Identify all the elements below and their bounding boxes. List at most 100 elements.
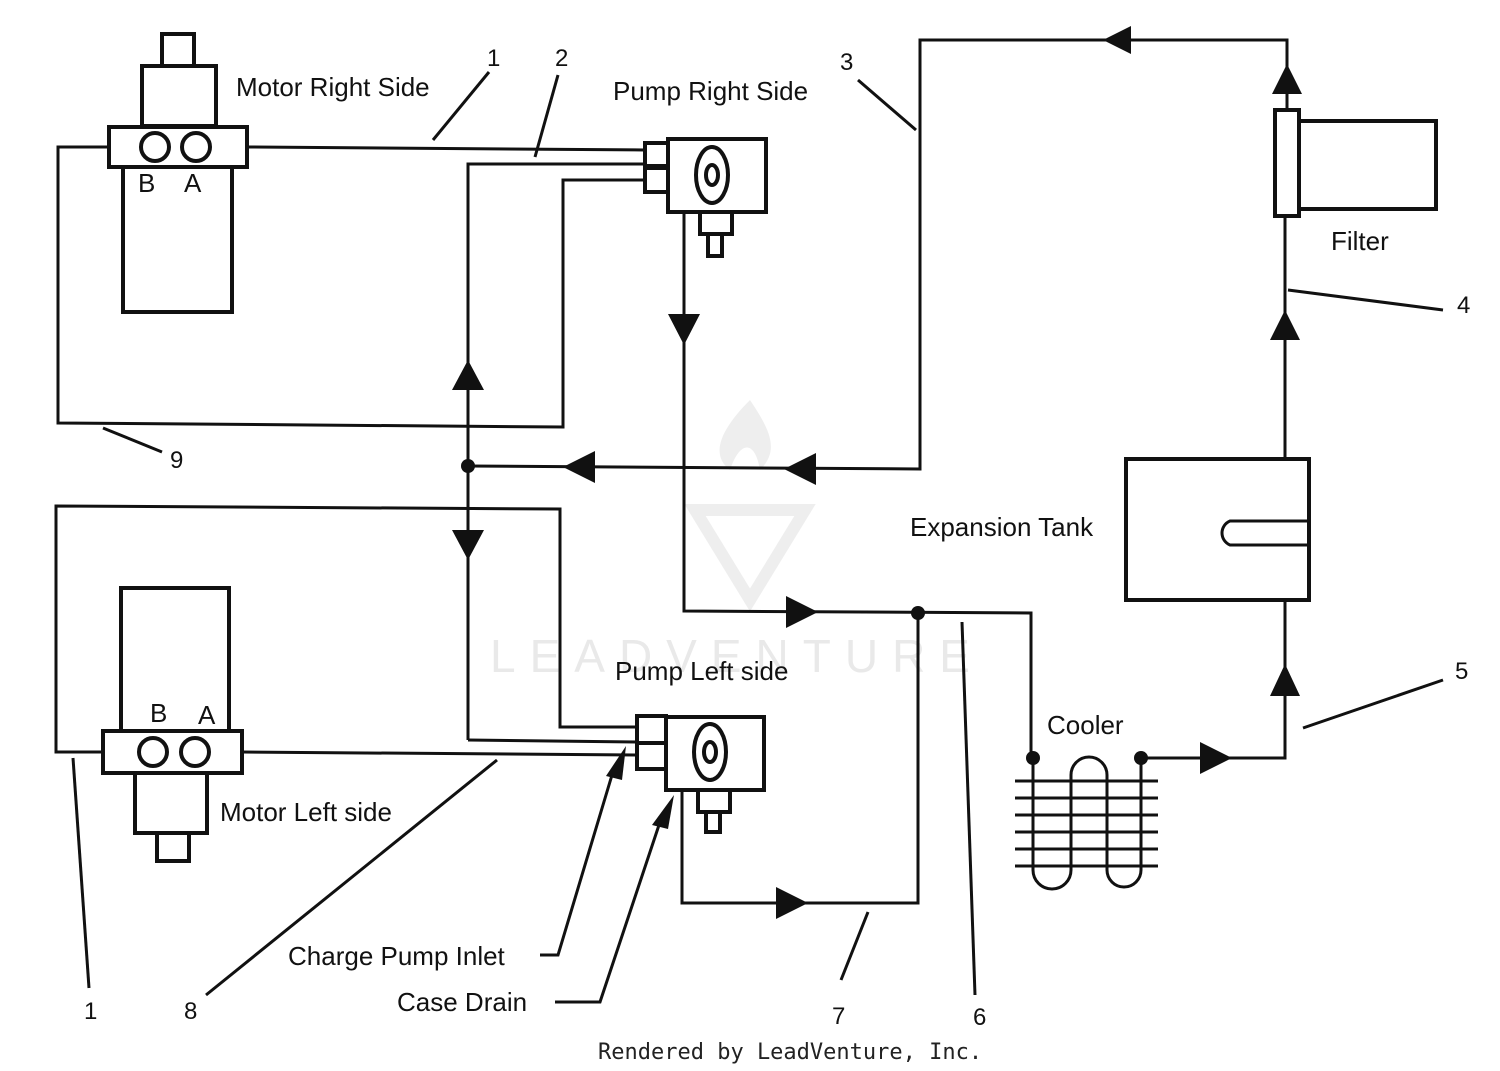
- filter-cap: [1273, 108, 1301, 218]
- leader-7: [839, 911, 870, 981]
- filter-body: [1297, 119, 1438, 211]
- leader-lines: [71, 71, 1444, 1004]
- arrow-right-cooler-out: [1200, 742, 1232, 774]
- motor-right-side: B A: [107, 32, 249, 314]
- arrow-down-pump-right: [668, 314, 700, 345]
- line-3-return: [467, 38, 1289, 471]
- callout-numbers: 1 2 3 4 5 6 7 8 9 1: [84, 45, 1470, 1031]
- footer-credit: Rendered by LeadVenture, Inc.: [598, 1040, 982, 1065]
- pump-left-port-lower: [635, 741, 668, 771]
- expansion-tank: [1124, 457, 1311, 602]
- flow-arrows: [452, 26, 1302, 919]
- pump-right-side: [643, 137, 768, 258]
- pump-left-port-upper: [635, 714, 668, 745]
- motor-right-port-b: [139, 131, 171, 163]
- callout-8: 8: [184, 998, 197, 1025]
- leader-5: [1302, 678, 1444, 730]
- motor-left-port-b-label: B: [150, 698, 167, 728]
- pump-right-stem-tip: [706, 232, 724, 258]
- motor-left-shaft: [155, 831, 191, 863]
- motor-left-port-a-label: A: [198, 700, 216, 730]
- arrow-left-top: [1103, 26, 1131, 54]
- callout-1-top: 1: [487, 45, 500, 72]
- leader-8: [205, 758, 498, 997]
- label-pump-left-side: Pump Left side: [615, 656, 788, 686]
- leader-4: [1287, 288, 1444, 312]
- leader-case-drain: [555, 821, 662, 1004]
- line-8: [241, 750, 638, 757]
- motor-left-side: B A: [101, 586, 244, 863]
- motor-left-port-b: [137, 736, 169, 768]
- arrow-up-line5: [1270, 664, 1300, 696]
- motor-right-port-a-label: A: [184, 168, 202, 198]
- arrow-left-return-2: [563, 451, 595, 483]
- line-charge-left: [467, 738, 638, 744]
- label-pump-right-side: Pump Right Side: [613, 76, 808, 106]
- motor-right-shaft: [160, 32, 196, 68]
- line-9-loop: [56, 145, 645, 429]
- arrow-charge-pump-inlet: [606, 746, 626, 780]
- motor-right-body: [121, 158, 234, 314]
- arrow-down-charge: [452, 530, 484, 560]
- cooler-fins: [1015, 779, 1158, 868]
- pump-right-shaft-inner: [704, 163, 720, 187]
- cooler: [1015, 751, 1158, 891]
- pump-right-port-lower: [643, 166, 670, 194]
- arrow-up-filter: [1272, 64, 1302, 94]
- callout-6: 6: [973, 1004, 986, 1031]
- motor-left-port-block: [101, 729, 244, 775]
- junction-node-drain: [911, 606, 925, 620]
- watermark-logo-icon: [684, 504, 816, 612]
- callout-2: 2: [555, 45, 568, 72]
- callout-1-bottom: 1: [84, 998, 97, 1025]
- pump-left-stem: [696, 788, 732, 814]
- leader-1-top: [431, 71, 491, 141]
- label-charge-pump-inlet: Charge Pump Inlet: [288, 941, 506, 971]
- leader-1-bottom: [71, 757, 91, 989]
- motor-left-cap: [133, 771, 209, 835]
- expansion-tank-body: [1124, 457, 1311, 602]
- cooler-inlet-node: [1026, 751, 1040, 765]
- arrow-up-line4: [1270, 310, 1300, 340]
- label-motor-left-side: Motor Left side: [220, 797, 392, 827]
- motor-right-port-a: [180, 131, 212, 163]
- line-1-top: [246, 145, 646, 152]
- label-motor-right-side: Motor Right Side: [236, 72, 430, 102]
- arrow-left-return-1: [784, 453, 816, 485]
- leader-charge-pump-inlet: [540, 774, 614, 957]
- filter: [1273, 108, 1438, 218]
- leader-6: [960, 621, 977, 996]
- junction-node-center: [461, 459, 475, 473]
- label-filter: Filter: [1331, 226, 1389, 256]
- arrow-right-line7: [776, 887, 808, 919]
- watermark-flame-icon: [719, 400, 771, 470]
- leader-2: [533, 74, 560, 158]
- pump-right-port-upper: [643, 141, 670, 168]
- label-expansion-tank: Expansion Tank: [910, 512, 1094, 542]
- arrow-right-line6: [786, 596, 818, 628]
- callout-9: 9: [170, 447, 183, 474]
- label-cooler: Cooler: [1047, 710, 1124, 740]
- pump-left-stem-tip: [704, 810, 722, 834]
- motor-right-port-block: [107, 125, 249, 169]
- arrow-up-charge: [452, 360, 484, 390]
- line-5: [1141, 600, 1287, 760]
- callout-4: 4: [1457, 292, 1470, 319]
- pump-right-stem: [698, 210, 734, 236]
- callout-7: 7: [832, 1003, 845, 1030]
- motor-left-port-a: [179, 736, 211, 768]
- cooler-coil: [1031, 755, 1143, 891]
- motor-right-cap: [140, 64, 218, 128]
- motor-right-port-b-label: B: [138, 168, 155, 198]
- pump-left-side: [635, 714, 766, 834]
- component-labels: Motor Right Side Pump Right Side Filter …: [220, 72, 1389, 1017]
- leader-9: [102, 426, 163, 454]
- expansion-tank-sight-glass: [1220, 519, 1307, 547]
- arrow-case-drain: [652, 795, 674, 829]
- label-case-drain: Case Drain: [397, 987, 527, 1017]
- watermark: LEADVENTURE: [490, 400, 970, 682]
- callout-3: 3: [840, 49, 853, 76]
- line-6: [682, 212, 1033, 758]
